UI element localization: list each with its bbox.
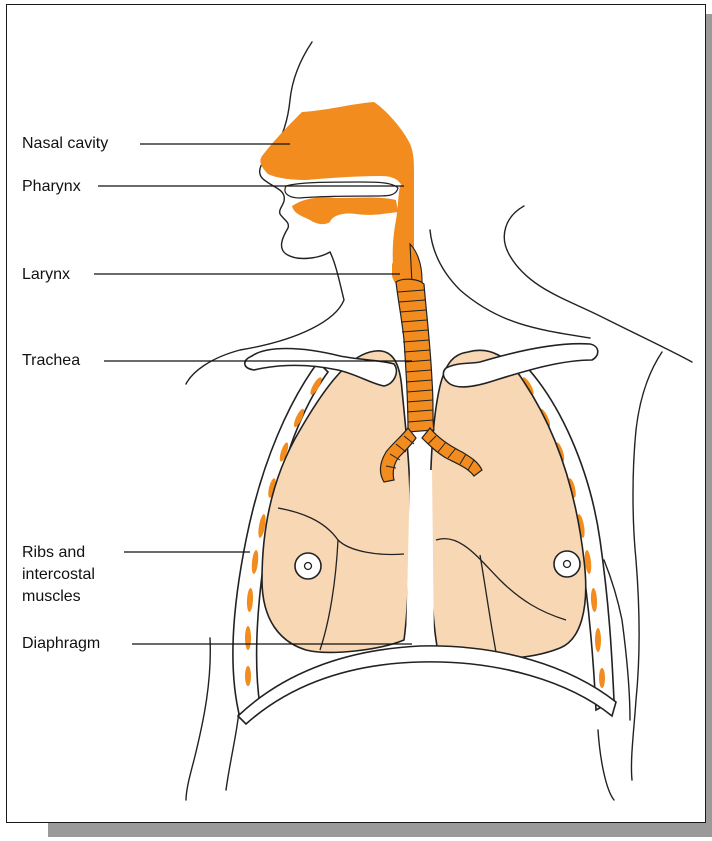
palate: [285, 182, 398, 198]
neck-right-outline: [430, 230, 590, 338]
shoulder-right-outline: [504, 206, 692, 362]
label-diaphragm: Diaphragm: [22, 635, 100, 652]
waist-left-outline: [186, 638, 210, 800]
intercostal-muscle: [245, 626, 251, 650]
label-nasal-cavity: Nasal cavity: [22, 135, 108, 152]
intercostal-muscle: [599, 668, 605, 688]
waist-left-inner-outline: [226, 700, 240, 790]
right-lung: [430, 350, 586, 658]
label-trachea: Trachea: [22, 352, 80, 369]
intercostal-muscle: [245, 666, 251, 686]
label-ribs-line3: muscles: [22, 588, 81, 605]
nasal-cavity: [260, 102, 414, 190]
intercostal-muscle: [595, 628, 601, 652]
oral-cavity: [292, 197, 398, 224]
label-ribs-line2: intercostal: [22, 566, 95, 583]
arm-right-outline: [631, 352, 662, 780]
mediastinum: [406, 470, 434, 646]
label-pharynx: Pharynx: [22, 178, 81, 195]
left-lung: [262, 351, 410, 653]
label-larynx: Larynx: [22, 266, 70, 283]
right-nipple: [554, 551, 580, 577]
diaphragm: [238, 646, 616, 724]
left-nipple: [295, 553, 321, 579]
waist-right-outline: [598, 730, 614, 800]
label-ribs-line1: Ribs and: [22, 544, 85, 561]
